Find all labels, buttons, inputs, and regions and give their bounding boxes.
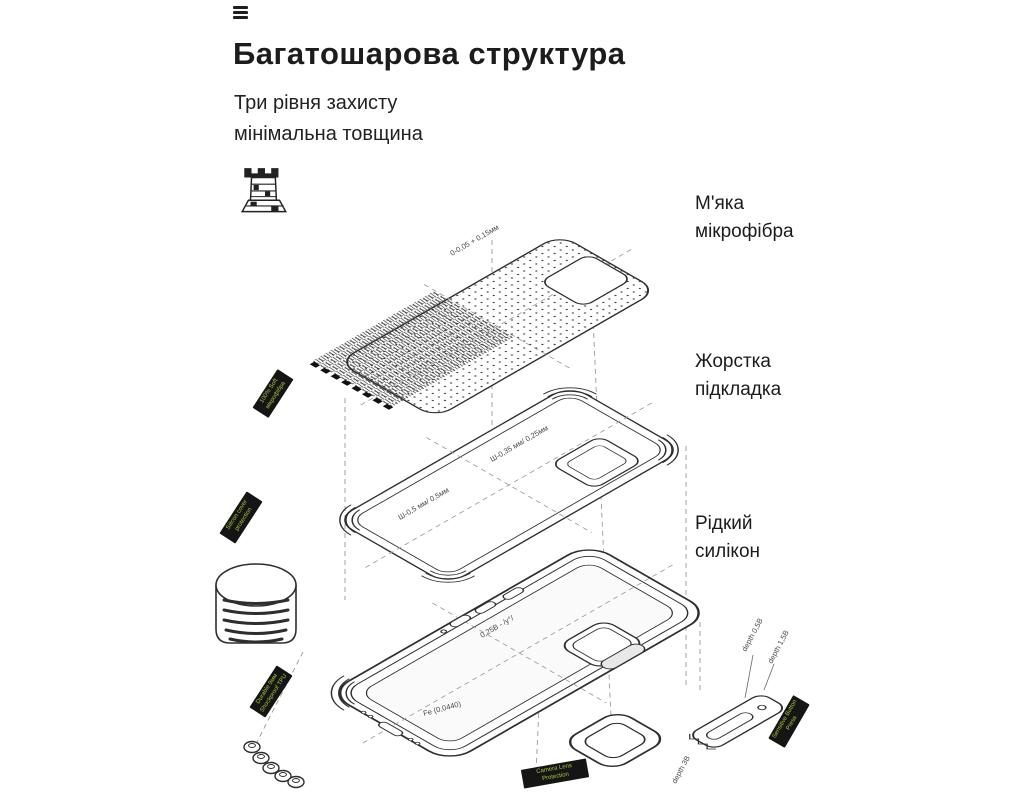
page-title: Багатошарова структура [233, 36, 626, 71]
castle-tower-icon [240, 168, 287, 213]
subtitle: Три рівня захисту мінімальна товщина [234, 88, 423, 150]
measure-depth-05: depth 0,5В [740, 617, 765, 653]
measure-depth-3: depth 3В [670, 754, 692, 785]
layer-label-liquid-silicone: Рідкий силікон [695, 513, 761, 562]
corner-bumper-piece [215, 563, 297, 644]
corner-flares-case [330, 675, 355, 711]
measure-depth-15: depth 1,5В [766, 629, 791, 665]
layer-label-hard-lining: Жорстка підкладка [695, 351, 782, 400]
layer-hard-lining [339, 387, 679, 583]
camera-cutout-layer2 [554, 438, 639, 487]
grip-bumps-piece [243, 740, 305, 789]
side-buttons [440, 587, 525, 634]
usb-port [378, 721, 404, 737]
subtitle-line2: мінімальна товщина [234, 123, 423, 145]
layer-label-microfiber: М'яка мікрофібра [695, 193, 794, 242]
measure-thickness-top: 0-0,05 + 0,15мм [449, 223, 501, 258]
button-strip-piece [689, 695, 784, 750]
bottom-port-and-holes [360, 710, 421, 746]
side-pill [600, 643, 646, 670]
layer-microfiber [309, 239, 650, 414]
corner-flares [339, 387, 679, 583]
layer-silicone-case [330, 549, 700, 757]
subtitle-line1: Три рівня захисту [234, 92, 398, 114]
three-lines-icon [233, 6, 248, 21]
camera-ring-piece [568, 713, 662, 768]
camera-cutout-layer1 [544, 256, 628, 305]
microfiber-fur-patch [311, 291, 514, 407]
